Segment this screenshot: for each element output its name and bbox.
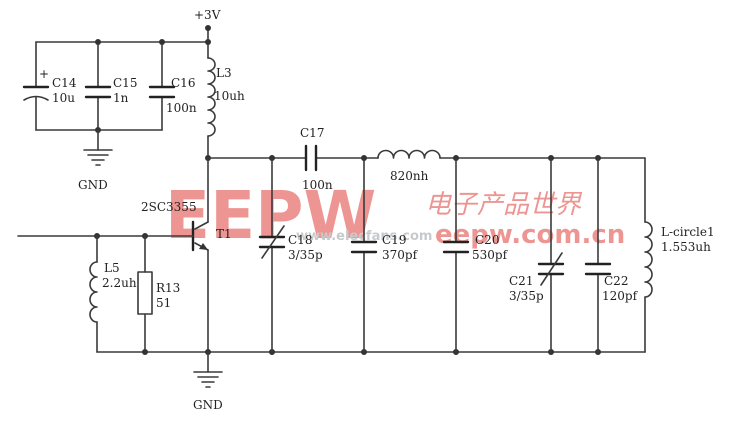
inductor-820nh-label: 820nh [390, 169, 429, 183]
c22-label: C22 [604, 274, 628, 288]
c15-value: 1n [113, 91, 129, 105]
gnd-label-bottom: GND [193, 398, 223, 412]
l3-coil [207, 57, 216, 137]
labels: +3V GND GND + C14 10u C15 1n C16 100n L3… [39, 8, 715, 412]
c19-value: 370pf [382, 248, 419, 262]
r13-value: 51 [156, 296, 171, 310]
watermark: EEPW 电子产品世界 www.elecfans.com eepw.com.cn [165, 177, 625, 254]
bottom-rail [96, 349, 646, 388]
c14-plate-curved [23, 95, 49, 101]
c17-label: C17 [300, 126, 324, 140]
l-circle1-label: L-circle1 [661, 225, 715, 239]
c16-label: C16 [171, 76, 195, 90]
l-circle1-inductor [644, 157, 653, 353]
l5-coil [89, 261, 98, 323]
c15-label: C15 [113, 76, 137, 90]
c14-value: 10u [52, 91, 75, 105]
r13-body [137, 271, 153, 315]
ground-symbol-top [83, 149, 113, 166]
l3-label: L3 [216, 66, 232, 80]
l3-value: 10uh [214, 89, 245, 103]
l-circle1-coil [644, 221, 653, 298]
c18-label: C18 [288, 233, 312, 247]
c19-label: C19 [382, 233, 406, 247]
c18-trim-arrow [261, 225, 285, 259]
transistor-t1 [144, 157, 209, 353]
l5-value: 2.2uh [102, 276, 137, 290]
c16-value: 100n [166, 101, 197, 115]
l5-label: L5 [104, 261, 120, 275]
c21-value: 3/35p [509, 289, 544, 303]
watermark-url-eepw: eepw.com.cn [435, 220, 625, 250]
input-network [17, 233, 153, 353]
ground-symbol-bottom [193, 371, 223, 388]
c21-label: C21 [509, 274, 533, 288]
c20-label: C20 [475, 233, 499, 247]
top-rail [207, 144, 646, 172]
transistor-model-label: 2SC3355 [141, 200, 197, 214]
vcc-label: +3V [194, 8, 221, 22]
c14-plus-sign: + [39, 67, 49, 81]
tank-capacitors [258, 155, 612, 353]
c20-value: 530pf [472, 248, 509, 262]
t1-label: T1 [216, 227, 232, 241]
c21-trim-arrow [540, 252, 563, 286]
c17-value: 100n [302, 178, 333, 192]
inductor-820nh-coil [377, 149, 441, 159]
c18-value: 3/35p [288, 248, 323, 262]
r13-label: R13 [156, 281, 180, 295]
watermark-logo: EEPW [165, 177, 376, 254]
gnd-label-top: GND [78, 178, 108, 192]
decoupling-bank [22, 39, 209, 166]
c22-value: 120pf [602, 289, 639, 303]
l-circle1-value: 1.553uh [661, 240, 711, 254]
watermark-chinese: 电子产品世界 [425, 190, 583, 220]
c14-label: C14 [52, 76, 77, 90]
